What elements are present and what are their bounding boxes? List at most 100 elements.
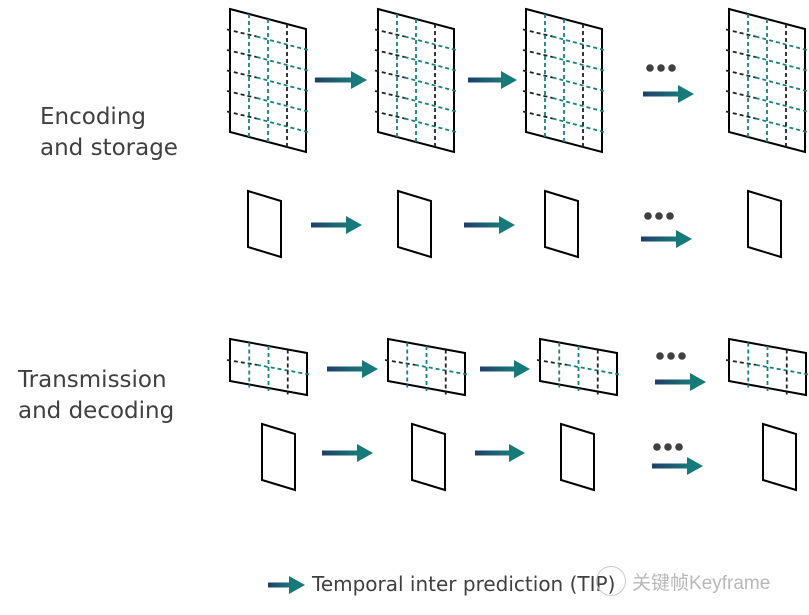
- tip-arrow-head: [690, 373, 706, 391]
- video-frame: [229, 337, 308, 397]
- encoding-label-line1: Encoding: [40, 104, 146, 130]
- grid-line-dashed: [374, 28, 405, 38]
- tip-arrow-shaft: [652, 463, 689, 469]
- grid-line-dashed: [755, 56, 808, 72]
- tip-arrow-head: [357, 444, 373, 462]
- ellipsis-dot: [678, 352, 686, 360]
- ellipsis-dot: [664, 443, 672, 451]
- grid-line-dashed: [725, 49, 756, 58]
- video-frame: [525, 7, 603, 154]
- grid-line-dashed: [256, 97, 309, 113]
- ellipsis-dot: [675, 443, 683, 451]
- grid-line-dashed: [522, 28, 553, 38]
- video-frame: [728, 337, 807, 397]
- ellipsis-dot: [656, 352, 664, 360]
- grid-line-dashed: [256, 76, 309, 92]
- grid-line-dashed: [552, 117, 605, 133]
- tip-arrow-head: [678, 85, 694, 103]
- grid-line-dashed: [755, 117, 808, 133]
- tip-arrow-shaft: [468, 77, 503, 83]
- video-frame: [411, 422, 446, 492]
- grid-line-dashed: [522, 90, 553, 99]
- grid-line-dashed: [552, 97, 605, 113]
- grid-line-dashed: [256, 364, 310, 376]
- video-frame: [762, 422, 797, 492]
- grid-line-dashed: [226, 28, 257, 38]
- tip-arrow-shaft: [655, 379, 692, 385]
- ellipsis-dot: [666, 212, 674, 220]
- watermark-text: 关键帧Keyframe: [632, 572, 771, 594]
- transmission-label-line2: and decoding: [18, 398, 175, 424]
- tip-arrow-shaft: [311, 222, 348, 228]
- tip-arrow-shaft: [641, 236, 678, 242]
- tip-arrow-head: [501, 71, 517, 89]
- grid-line-dashed: [522, 69, 553, 79]
- video-frame: [377, 7, 455, 154]
- tip-arrow-shaft: [464, 222, 501, 228]
- video-frame: [397, 189, 432, 259]
- grid-line-dashed: [522, 49, 553, 58]
- grid-line-dashed: [226, 359, 258, 366]
- ellipsis-dot: [667, 352, 675, 360]
- grid-line-dashed: [725, 28, 756, 38]
- grid-line-dashed: [226, 69, 257, 79]
- grid-line-dashed: [256, 56, 309, 72]
- video-frame: [539, 337, 618, 397]
- ellipsis-dot: [655, 212, 663, 220]
- tip-arrow-shaft: [643, 91, 680, 97]
- grid-line-dashed: [725, 359, 757, 366]
- grid-line-dashed: [725, 90, 756, 99]
- video-frame: [229, 7, 307, 154]
- video-frame: [261, 422, 296, 492]
- tip-arrow-shaft: [475, 450, 511, 456]
- grid-line-dashed: [725, 110, 756, 120]
- ellipsis-dot: [646, 64, 654, 72]
- grid-line-dashed: [755, 364, 809, 376]
- grid-line-dashed: [226, 110, 257, 120]
- grid-line-dashed: [755, 97, 808, 113]
- grid-line-dashed: [414, 364, 468, 376]
- tip-arrow-shaft: [327, 366, 364, 372]
- wechat-logo-icon: [596, 566, 626, 596]
- grid-line-dashed: [226, 49, 257, 58]
- grid-line-dashed: [404, 97, 457, 113]
- grid-line-dashed: [374, 110, 405, 120]
- video-frame: [544, 189, 579, 259]
- grid-line-dashed: [522, 110, 553, 120]
- video-frame: [728, 7, 806, 154]
- grid-line-dashed: [536, 359, 568, 366]
- ellipsis-dot: [668, 64, 676, 72]
- grid-line-dashed: [256, 35, 309, 51]
- tip-arrow-head: [514, 360, 530, 378]
- video-frame: [747, 189, 782, 259]
- grid-line-dashed: [374, 49, 405, 58]
- ellipsis-dot: [653, 443, 661, 451]
- grid-line-dashed: [374, 69, 405, 79]
- legend-label: Temporal inter prediction (TIP): [312, 572, 616, 596]
- tip-arrow-shaft: [268, 582, 291, 588]
- grid-line-dashed: [404, 56, 457, 72]
- tip-arrow-head: [509, 444, 525, 462]
- tip-arrow-head: [687, 457, 703, 475]
- tip-arrow-head: [676, 230, 692, 248]
- grid-line-dashed: [552, 76, 605, 92]
- grid-line-dashed: [552, 56, 605, 72]
- watermark: 关键帧Keyframe: [596, 566, 770, 596]
- grid-line-dashed: [755, 35, 808, 51]
- grid-line-dashed: [374, 90, 405, 99]
- tip-arrow-head: [499, 216, 515, 234]
- grid-line-dashed: [552, 35, 605, 51]
- tip-arrow-head: [346, 216, 362, 234]
- ellipsis-dot: [644, 212, 652, 220]
- video-frame: [247, 189, 282, 259]
- tip-arrow-head: [362, 360, 378, 378]
- tip-arrow-head: [351, 71, 367, 89]
- grid-line-dashed: [725, 69, 756, 79]
- tip-arrow-shaft: [480, 366, 516, 372]
- tip-arrow-head: [289, 576, 305, 594]
- grid-line-dashed: [755, 76, 808, 92]
- grid-line-dashed: [226, 90, 257, 99]
- tip-arrow-shaft: [315, 77, 353, 83]
- grid-line-dashed: [384, 359, 416, 366]
